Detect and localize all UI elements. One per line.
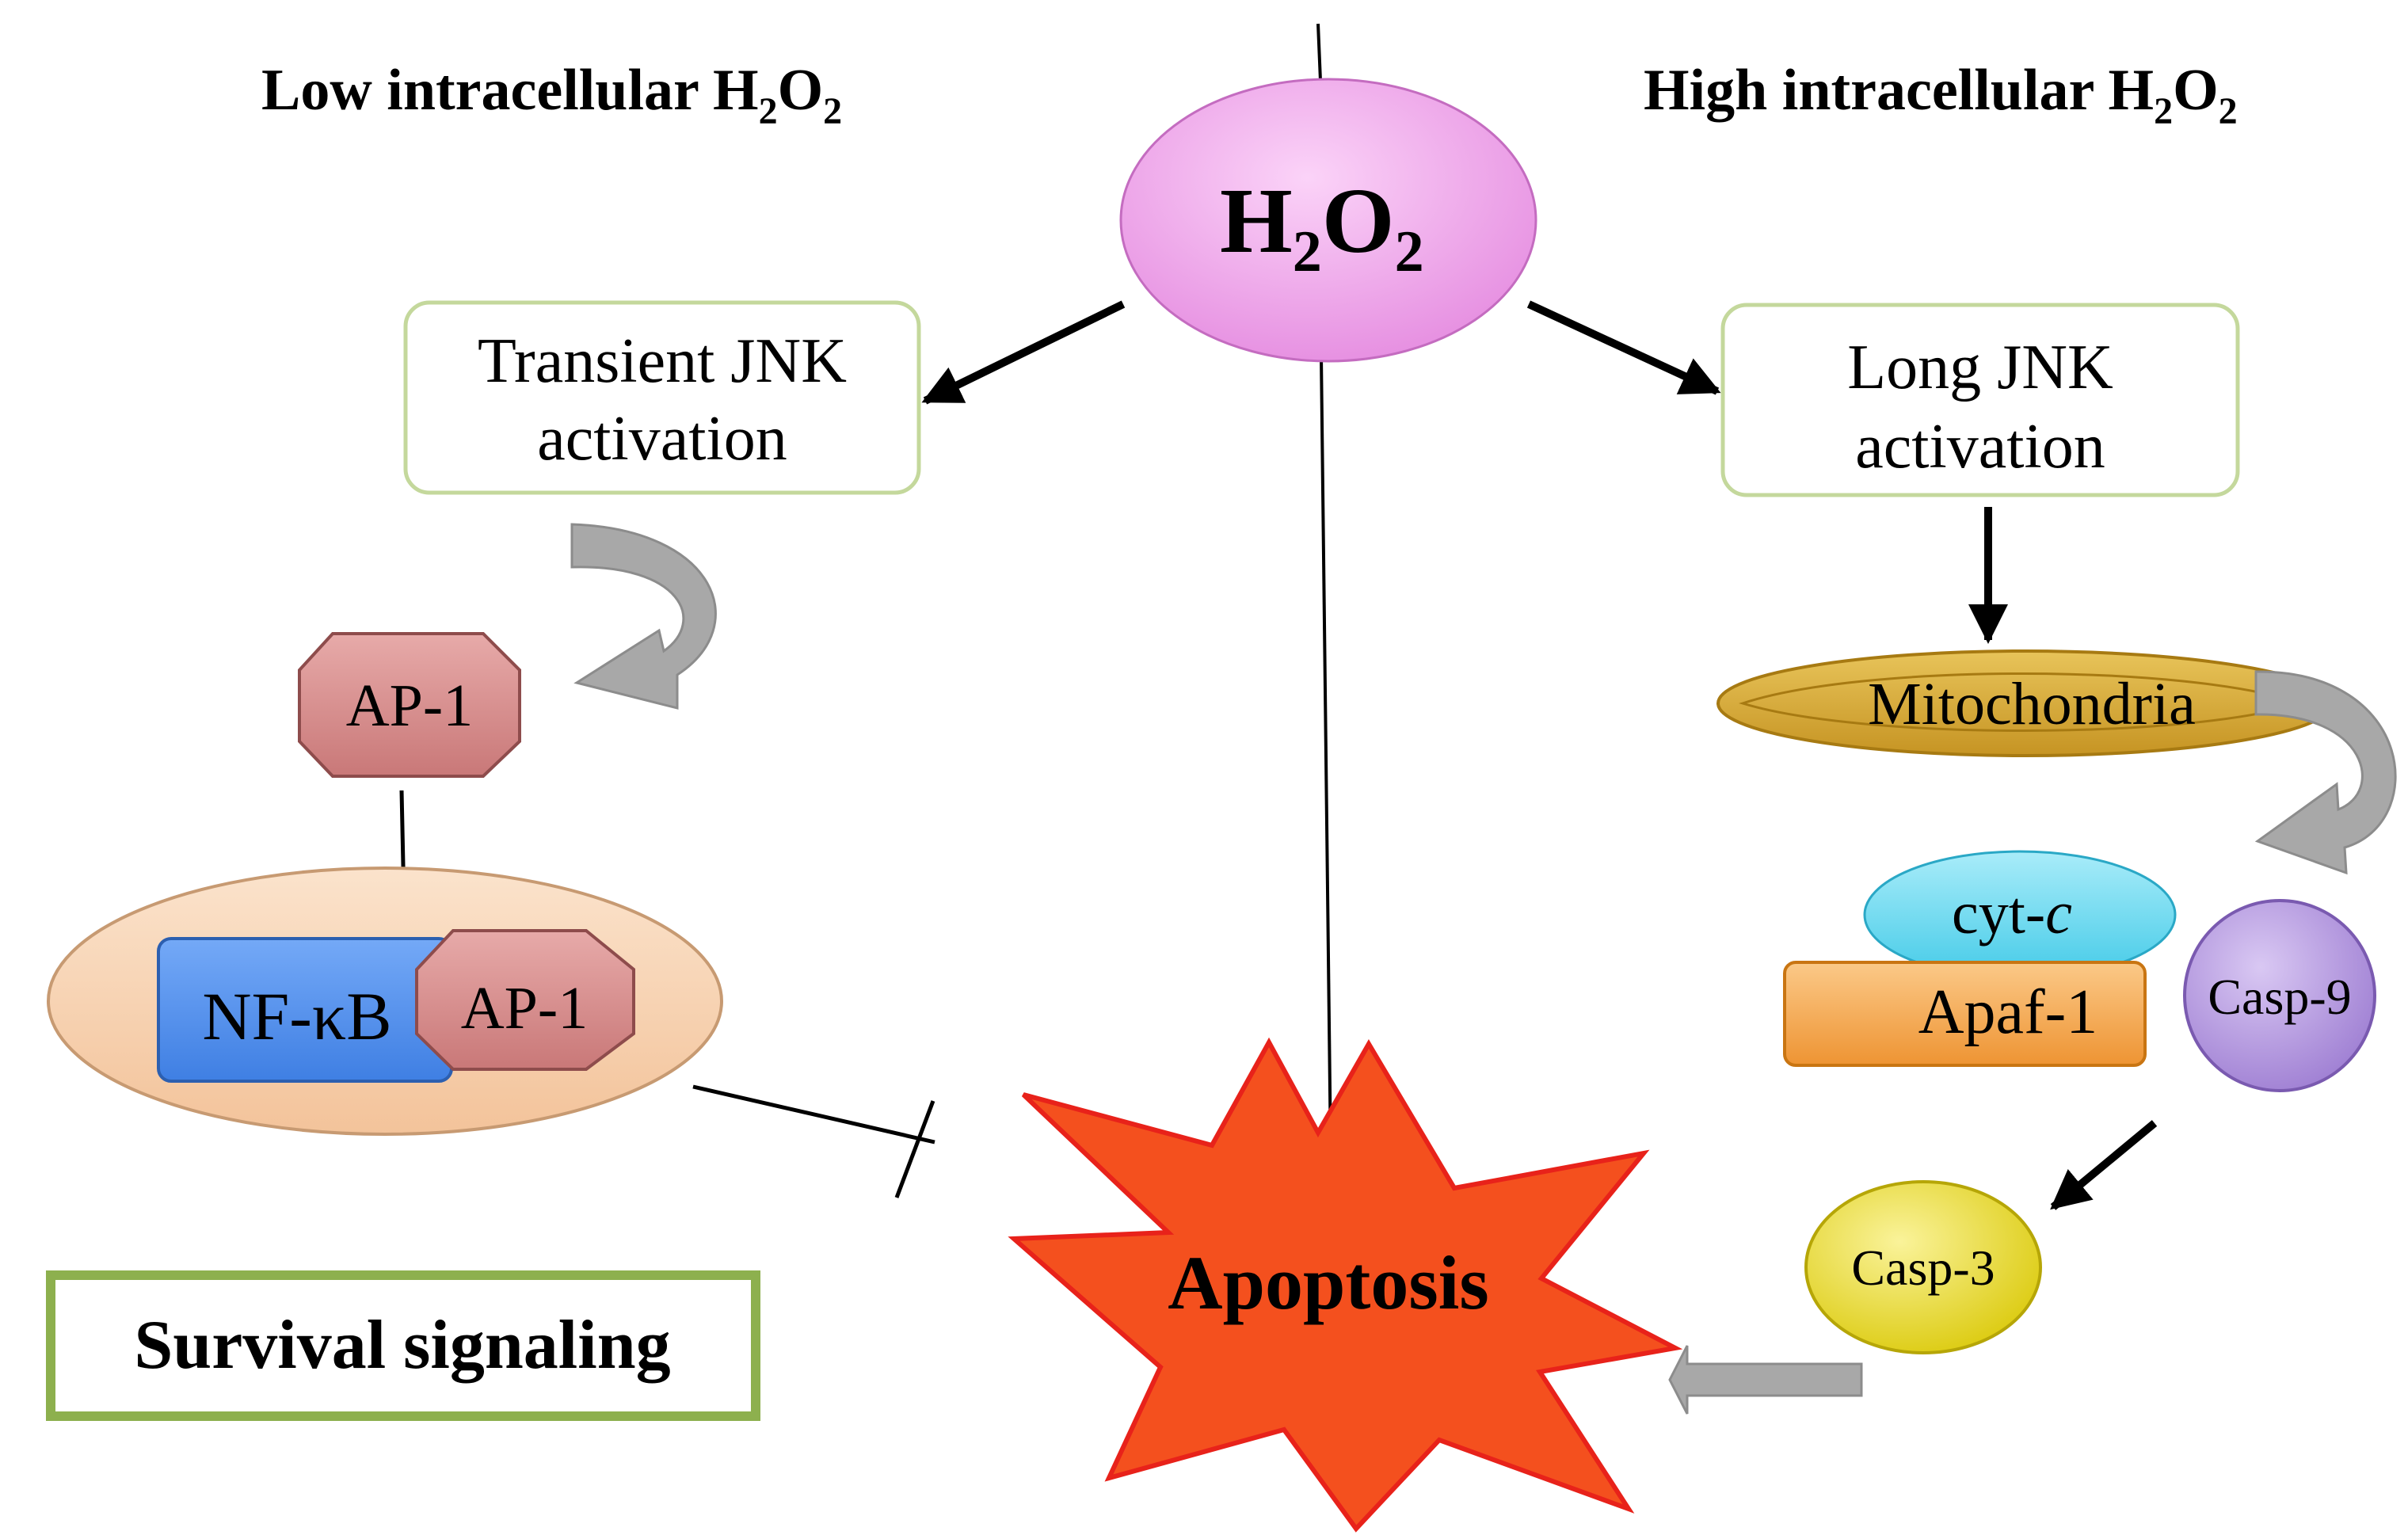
- nfkb-ap1-complex: NF-κB AP-1: [47, 867, 723, 1136]
- cytc-label: cyt-c: [1952, 880, 2072, 947]
- arrow-to-casp3: [2050, 1120, 2158, 1210]
- transient-jnk-box: Transient JNK activation: [403, 300, 921, 495]
- casp9-label: Casp-9: [2208, 969, 2351, 1025]
- apoptosis-label: Apoptosis: [1168, 1240, 1488, 1325]
- survival-signaling-box: Survival signaling: [46, 1270, 760, 1421]
- h2o2-label: H2O2: [1220, 169, 1424, 284]
- apaf-label: Apaf-1: [1918, 977, 2098, 1047]
- transient-jnk-line1: Transient JNK: [478, 326, 847, 396]
- high-h2o2-heading: High intracellular H2O2: [1644, 58, 2238, 132]
- inhibition-line: [692, 1084, 935, 1145]
- casp3-node: Casp-3: [1804, 1180, 2042, 1354]
- grey-curved-arrow-left: [570, 523, 717, 710]
- inhibition-bar: [894, 1100, 935, 1198]
- arrow-to-long: [1526, 300, 1721, 395]
- nfkb-label: NF-κB: [202, 978, 391, 1054]
- survival-label: Survival signaling: [134, 1307, 670, 1384]
- long-jnk-box: Long JNK activation: [1720, 303, 2240, 497]
- ap1-node: AP-1: [298, 632, 521, 778]
- arrow-to-transient: [921, 300, 1126, 405]
- grey-arrow-casp3-to-apoptosis: [1668, 1345, 1863, 1415]
- mitochondria-label: Mitochondria: [1868, 671, 2196, 737]
- ap1-complex-label: AP-1: [461, 975, 588, 1042]
- long-jnk-line1: Long JNK: [1847, 333, 2113, 402]
- apoptosis-node: Apoptosis: [1008, 1037, 1683, 1533]
- grey-curved-arrow-right: [2254, 670, 2397, 875]
- center-line: [1320, 356, 1332, 1157]
- ap1-label: AP-1: [346, 672, 473, 739]
- low-h2o2-heading: Low intracellular H2O2: [261, 58, 842, 132]
- apoptosome-complex: cyt-c Apaf-1 Casp-9: [1783, 850, 2376, 1092]
- casp3-label: Casp-3: [1851, 1240, 1995, 1296]
- mitochondria-node: Mitochondria: [1716, 649, 2334, 757]
- top-line: [1316, 23, 1322, 82]
- long-jnk-line2: activation: [1855, 412, 2105, 482]
- h2o2-node: H2O2: [1119, 78, 1537, 363]
- transient-jnk-line2: activation: [537, 404, 787, 474]
